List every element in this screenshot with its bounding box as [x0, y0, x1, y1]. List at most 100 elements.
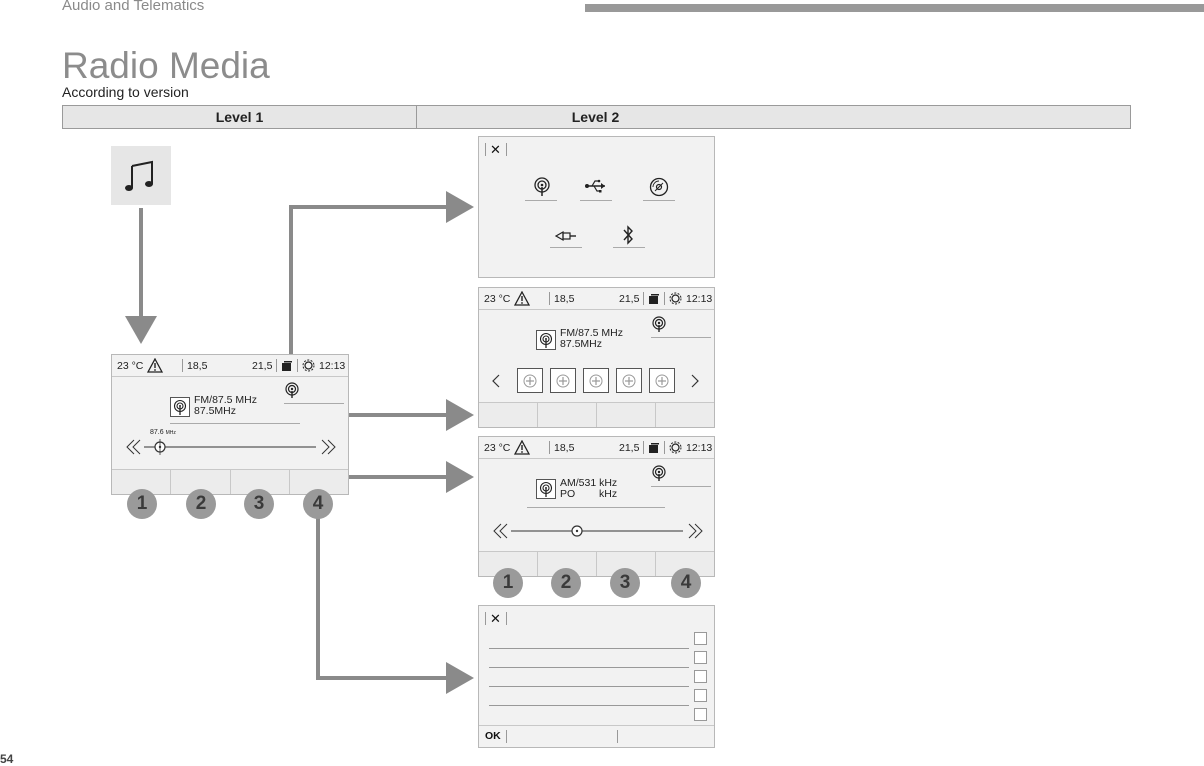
level-1-label: Level 1	[63, 106, 417, 128]
plus-icon	[556, 374, 570, 387]
footer-button-2[interactable]	[538, 403, 597, 427]
jack-icon[interactable]	[555, 229, 577, 243]
usb-icon[interactable]	[585, 179, 607, 193]
warning-icon	[514, 440, 530, 455]
plus-icon	[589, 374, 603, 387]
preset-5[interactable]	[649, 368, 675, 393]
status-bar: 23 °C 18,5 21,5 12:13	[112, 355, 348, 377]
station-frequency: 87.5MHz	[560, 338, 603, 350]
station-band: PO	[560, 488, 576, 500]
status-bar: 23 °C 18,5 21,5 12:13	[479, 288, 714, 310]
tuner-slider[interactable]	[491, 521, 705, 541]
status-bar: 23 °C 18,5 21,5 12:13	[479, 437, 714, 459]
page-title: Radio Media	[62, 45, 270, 86]
radio-icon	[173, 399, 187, 415]
callout-4: 4	[303, 489, 333, 519]
footer-button-1[interactable]	[479, 552, 538, 576]
climate-left: 18,5	[187, 360, 208, 372]
level-2-label: Level 2	[571, 109, 620, 125]
footer-button-4[interactable]	[656, 403, 714, 427]
radio-icon[interactable]	[533, 177, 551, 197]
station-frequency: 87.5MHz	[194, 405, 237, 417]
clock: 12:13	[686, 442, 713, 454]
footer-button-1[interactable]	[112, 470, 172, 494]
plus-icon	[622, 374, 636, 387]
chevron-right-icon[interactable]	[690, 374, 700, 388]
chevron-left-icon[interactable]	[491, 374, 501, 388]
station-unit: kHz	[599, 488, 618, 500]
cd-icon[interactable]	[649, 177, 669, 197]
preset-1[interactable]	[517, 368, 543, 393]
clock: 12:13	[686, 293, 713, 305]
callout-3: 3	[610, 568, 640, 598]
temperature: 23 °C	[484, 442, 511, 454]
station-name: FM/87.5 MHz	[194, 394, 258, 406]
phone-icon	[649, 294, 659, 304]
radio-icon	[539, 481, 553, 497]
station-name: FM/87.5 MHz	[560, 327, 624, 339]
radio-badge	[536, 479, 556, 499]
temperature: 23 °C	[484, 293, 511, 305]
footer-button-3[interactable]	[597, 403, 656, 427]
warning-icon	[147, 358, 163, 373]
temperature: 23 °C	[117, 360, 144, 372]
radio-icon[interactable]	[284, 382, 300, 398]
settings-icon	[669, 441, 682, 454]
footer-button-3[interactable]	[597, 552, 656, 576]
phone-icon	[282, 361, 292, 371]
list-checkbox-5[interactable]	[694, 708, 707, 721]
callout-3: 3	[244, 489, 274, 519]
footer-button-2[interactable]	[171, 470, 231, 494]
callout-1: 1	[127, 489, 157, 519]
radio-main-screen: 23 °C 18,5 21,5 12:13 FM/87.5 MHz 87.5MH…	[111, 354, 349, 495]
bluetooth-icon[interactable]	[622, 225, 634, 245]
header-bar	[585, 4, 1204, 12]
level-header: Level 1 Level 2	[62, 105, 1131, 129]
radio-badge	[536, 330, 556, 350]
section-title: Audio and Telematics	[62, 0, 205, 14]
radio-icon[interactable]	[651, 316, 667, 332]
tuner-slider[interactable]	[124, 437, 338, 457]
callout-2: 2	[551, 568, 581, 598]
ok-button[interactable]: OK	[485, 730, 501, 742]
climate-right: 21,5	[252, 360, 273, 372]
climate-left: 18,5	[554, 293, 575, 305]
page-subtitle: According to version	[62, 84, 189, 100]
warning-icon	[514, 291, 530, 306]
climate-right: 21,5	[619, 442, 640, 454]
footer-button-3[interactable]	[231, 470, 290, 494]
clock: 12:13	[319, 360, 346, 372]
footer-button-2[interactable]	[538, 552, 597, 576]
footer-buttons	[479, 402, 714, 427]
settings-icon	[302, 359, 315, 372]
list-footer: OK	[479, 725, 714, 747]
footer-button-1[interactable]	[479, 403, 538, 427]
presets-screen: 23 °C 18,5 21,5 12:13 FM/87.5 MHz 87.5MH…	[478, 287, 715, 428]
radio-icon[interactable]	[651, 465, 667, 481]
plus-icon	[655, 374, 669, 387]
list-checkbox-1[interactable]	[694, 632, 707, 645]
music-note-icon	[125, 160, 153, 191]
settings-icon	[669, 292, 682, 305]
list-checkbox-4[interactable]	[694, 689, 707, 702]
list-settings-screen: ✕ OK	[478, 605, 715, 748]
source-select-screen: ✕	[478, 136, 715, 278]
preset-3[interactable]	[583, 368, 609, 393]
callout-2: 2	[186, 489, 216, 519]
page-number: 54	[0, 752, 14, 766]
close-icon[interactable]: ✕	[490, 142, 501, 157]
tuner-freq: 87.6 MHz	[150, 429, 176, 436]
climate-right: 21,5	[619, 293, 640, 305]
close-icon[interactable]: ✕	[490, 611, 501, 626]
list-checkbox-3[interactable]	[694, 670, 707, 683]
music-button[interactable]	[111, 146, 171, 205]
phone-icon	[649, 443, 659, 453]
radio-icon	[539, 332, 553, 348]
preset-4[interactable]	[616, 368, 642, 393]
am-band-screen: 23 °C 18,5 21,5 12:13 AM/531 kHz PO kHz	[478, 436, 715, 577]
callout-4: 4	[671, 568, 701, 598]
preset-2[interactable]	[550, 368, 576, 393]
radio-badge	[170, 397, 190, 417]
station-name: AM/531 kHz	[560, 477, 618, 489]
list-checkbox-2[interactable]	[694, 651, 707, 664]
